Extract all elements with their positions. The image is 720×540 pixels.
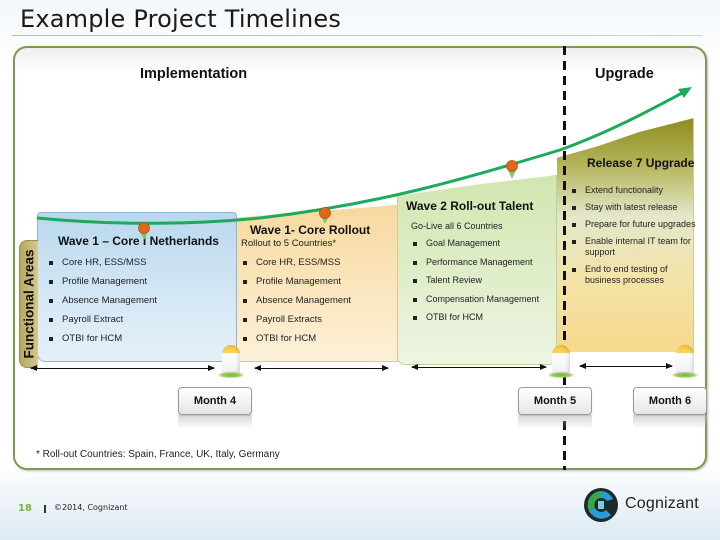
wave3-item: Talent Review	[411, 275, 539, 286]
milestone-post-icon	[222, 345, 240, 373]
copyright-text: ©2014, Cognizant	[54, 503, 128, 512]
wave2-item: Payroll Extracts	[241, 314, 351, 326]
duration-arrow	[579, 363, 673, 369]
wave2-item: OTBI for HCM	[241, 333, 351, 345]
wave1-netherlands-panel	[37, 212, 237, 362]
wave3-bullet-list: Goal Management Performance Management T…	[411, 238, 539, 331]
month-5-label: Month 5	[518, 387, 592, 415]
wave4-item: Stay with latest release	[570, 202, 700, 213]
functional-areas-tab: Functional Areas	[19, 240, 38, 368]
wave1-item: Profile Management	[47, 276, 157, 288]
grass-icon	[548, 372, 574, 378]
wave1-bullet-list: Core HR, ESS/MSS Profile Management Abse…	[47, 257, 157, 352]
wave2-item: Profile Management	[241, 276, 351, 288]
milestone-post-icon	[676, 345, 694, 373]
upgrade-heading: Upgrade	[595, 66, 654, 82]
slide-title: Example Project Timelines	[20, 5, 342, 33]
wave1-item: OTBI for HCM	[47, 333, 157, 345]
grass-icon	[218, 372, 244, 378]
wave1-item: Payroll Extract	[47, 314, 157, 326]
duration-arrow	[411, 364, 547, 370]
wave1-item: Absence Management	[47, 295, 157, 307]
functional-areas-label: Functional Areas	[21, 249, 37, 359]
footnote: * Roll-out Countries: Spain, France, UK,…	[36, 449, 280, 460]
wave4-title: Release 7 Upgrade	[587, 156, 695, 170]
wave3-item: Compensation Management	[411, 294, 539, 305]
wave2-bullet-list: Core HR, ESS/MSS Profile Management Abse…	[241, 257, 351, 352]
wave2-title: Wave 1- Core Rollout	[250, 223, 371, 237]
cognizant-logo: Cognizant	[583, 487, 713, 527]
milestone-post-icon	[552, 345, 570, 373]
month-4-reflection	[178, 415, 252, 429]
duration-arrow	[30, 365, 215, 371]
title-underline	[12, 35, 702, 36]
wave3-item: OTBI for HCM	[411, 312, 539, 323]
page-number: 18	[18, 503, 32, 514]
month-6-label: Month 6	[633, 387, 707, 415]
implementation-heading: Implementation	[140, 66, 248, 82]
wave2-item: Absence Management	[241, 295, 351, 307]
wave3-title: Wave 2 Roll-out Talent	[406, 199, 534, 213]
wave2-subtitle: Rollout to 5 Countries*	[241, 238, 337, 249]
month-4-label: Month 4	[178, 387, 252, 415]
month-6-reflection	[633, 415, 707, 429]
wave3-item: Performance Management	[411, 257, 539, 268]
wave1-core-rollout-panel	[235, 205, 398, 362]
wave1-title: Wave 1 – Core I Netherlands	[58, 234, 219, 248]
wave3-item: Goal Management	[411, 238, 539, 249]
wave4-item: Extend functionality	[570, 185, 700, 196]
wave2-item: Core HR, ESS/MSS	[241, 257, 351, 269]
phase-divider-line	[563, 46, 566, 470]
logo-wordmark: Cognizant	[625, 495, 699, 512]
wave4-item: Prepare for future upgrades	[570, 219, 700, 230]
wave4-bullet-list: Extend functionality Stay with latest re…	[570, 185, 700, 292]
wave4-item: Enable internal IT team for support	[570, 236, 700, 258]
cognizant-logo-icon	[584, 488, 618, 522]
grass-icon	[672, 372, 698, 378]
month-5-reflection	[518, 415, 592, 429]
footer-separator	[44, 505, 46, 513]
wave3-subtitle: Go-Live all 6 Countries	[411, 221, 503, 231]
duration-arrow	[254, 365, 389, 371]
wave1-item: Core HR, ESS/MSS	[47, 257, 157, 269]
wave4-item: End to end testing of business processes	[570, 264, 700, 286]
